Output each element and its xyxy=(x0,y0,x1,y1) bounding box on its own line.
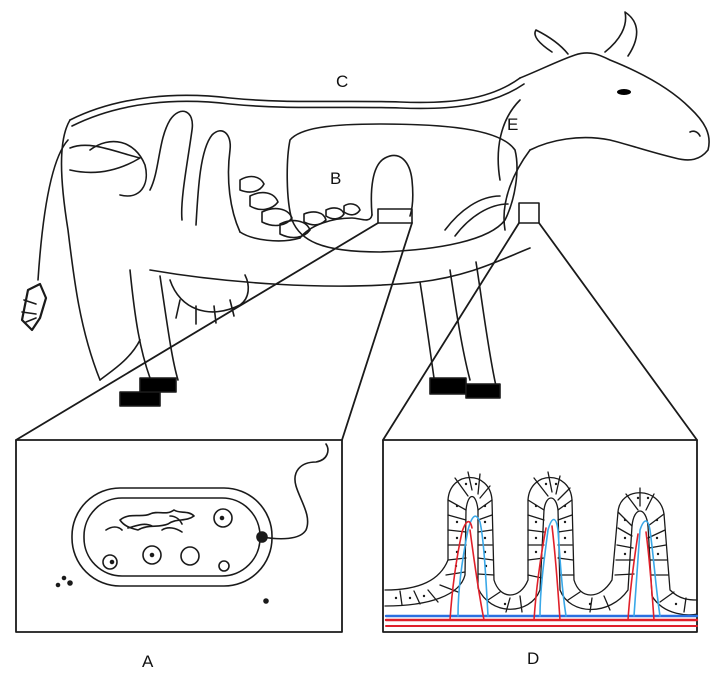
intestine-loops xyxy=(70,111,413,241)
projection-lines xyxy=(16,223,697,440)
rumen-outline xyxy=(287,124,517,252)
cow-legs xyxy=(100,262,500,406)
cow-head xyxy=(498,12,709,230)
label-b: B xyxy=(330,170,341,187)
label-e: E xyxy=(507,116,518,133)
label-c: C xyxy=(336,73,348,90)
label-a: A xyxy=(142,653,153,670)
zoom-box-small-intestine xyxy=(378,209,412,223)
zoom-box-throat xyxy=(519,203,539,223)
panel-a-frame xyxy=(16,440,342,632)
label-d: D xyxy=(527,650,539,667)
bacterium-cell xyxy=(57,444,328,603)
